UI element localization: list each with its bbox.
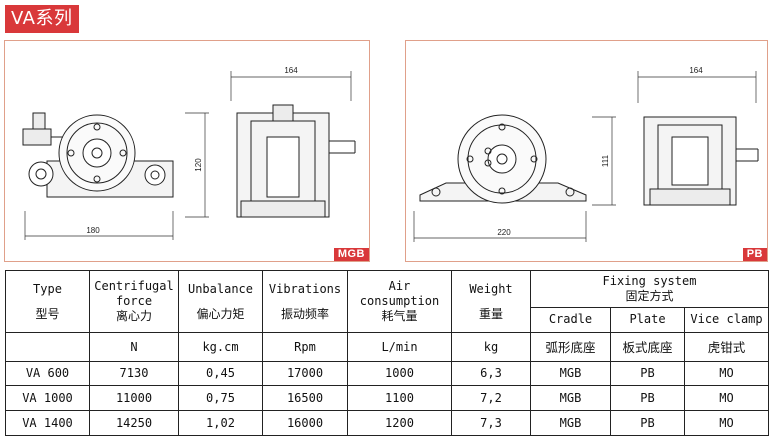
unit-unbalance: kg.cm xyxy=(178,332,263,362)
cell-plate: PB xyxy=(610,410,685,436)
dim-width-front: 220 xyxy=(497,228,511,237)
cell-vibrations: 17000 xyxy=(262,360,348,387)
unit-cradle: 弧形底座 xyxy=(530,332,611,362)
cell-vibrations: 16500 xyxy=(262,385,348,412)
cell-force: 14250 xyxy=(89,410,179,436)
cell-air: 1100 xyxy=(347,385,452,412)
header-plate: Plate xyxy=(610,306,685,334)
cell-cradle: MGB xyxy=(530,410,611,436)
dim-width-side: 164 xyxy=(284,66,298,75)
mgb-technical-drawing: 180 120 164 xyxy=(22,66,356,240)
table-row: VA 1400 14250 1,02 16000 1200 7,3 MGB PB… xyxy=(5,410,769,436)
cell-type: VA 600 xyxy=(5,360,90,387)
header-weight: Weight 重量 xyxy=(451,269,531,334)
mgb-badge: MGB xyxy=(333,248,369,261)
cell-vice: MO xyxy=(684,360,769,387)
pb-technical-drawing: 220 111 164 xyxy=(413,66,759,242)
header-cradle: Cradle xyxy=(530,306,611,334)
table-row: VA 600 7130 0,45 17000 1000 6,3 MGB PB M… xyxy=(5,360,769,387)
cell-vibrations: 16000 xyxy=(262,410,348,436)
dim-width-side: 164 xyxy=(689,66,703,75)
header-row-top: Type 型号 Centrifugal force 离心力 Unbalance … xyxy=(5,269,769,334)
cell-weight: 7,3 xyxy=(451,410,531,436)
cell-vice: MO xyxy=(684,385,769,412)
cell-type: VA 1000 xyxy=(5,385,90,412)
header-vice-clamp: Vice clamp xyxy=(684,306,769,334)
cell-air: 1000 xyxy=(347,360,452,387)
unit-air: L/min xyxy=(347,332,452,362)
cell-force: 11000 xyxy=(89,385,179,412)
unit-force: N xyxy=(89,332,179,362)
cell-vice: MO xyxy=(684,410,769,436)
cell-weight: 6,3 xyxy=(451,360,531,387)
cell-unbalance: 0,75 xyxy=(178,385,263,412)
spec-table: Type 型号 Centrifugal force 离心力 Unbalance … xyxy=(5,269,769,436)
cell-cradle: MGB xyxy=(530,360,611,387)
header-centrifugal-force: Centrifugal force 离心力 xyxy=(89,269,179,334)
dim-height: 120 xyxy=(194,158,203,172)
header-air-consumption: Air consumption 耗气量 xyxy=(347,269,452,334)
dim-height: 111 xyxy=(601,154,610,167)
unit-vice: 虎钳式 xyxy=(684,332,769,362)
header-vibrations: Vibrations 振动频率 xyxy=(262,269,348,334)
header-type: Type 型号 xyxy=(5,269,90,334)
header-unbalance: Unbalance 偏心力矩 xyxy=(178,269,263,334)
series-title: VA系列 xyxy=(5,5,79,33)
cell-unbalance: 1,02 xyxy=(178,410,263,436)
cell-plate: PB xyxy=(610,360,685,387)
unit-weight: kg xyxy=(451,332,531,362)
cell-air: 1200 xyxy=(347,410,452,436)
pb-badge: PB xyxy=(742,248,767,261)
header-fixing-system: Fixing system 固定方式 xyxy=(530,270,769,308)
units-row: N kg.cm Rpm L/min kg 弧形底座 板式底座 虎钳式 xyxy=(5,332,769,362)
dim-width-front: 180 xyxy=(86,226,100,235)
cell-plate: PB xyxy=(610,385,685,412)
unit-plate: 板式底座 xyxy=(610,332,685,362)
drawing-panel-pb: 220 111 164 PB xyxy=(405,40,768,262)
drawing-panel-mgb: 180 120 164 MGB xyxy=(4,40,370,262)
unit-vibrations: Rpm xyxy=(262,332,348,362)
cell-type: VA 1400 xyxy=(5,410,90,436)
cell-force: 7130 xyxy=(89,360,179,387)
table-row: VA 1000 11000 0,75 16500 1100 7,2 MGB PB… xyxy=(5,385,769,412)
cell-weight: 7,2 xyxy=(451,385,531,412)
cell-cradle: MGB xyxy=(530,385,611,412)
cell-unbalance: 0,45 xyxy=(178,360,263,387)
unit-type xyxy=(5,332,90,362)
